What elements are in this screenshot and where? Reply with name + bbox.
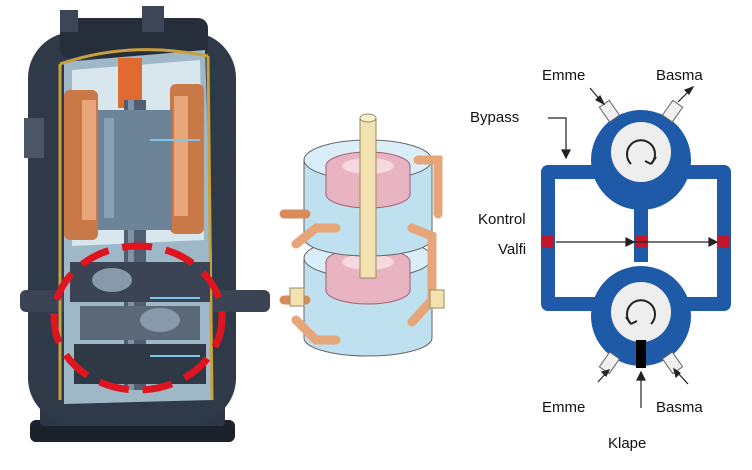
- lower-rotor-disk: [611, 282, 671, 342]
- arrow-discharge-bottom: [673, 367, 681, 379]
- highlight-circle: [50, 242, 226, 394]
- label-discharge-bottom: Basma: [656, 399, 703, 416]
- label-bypass: Bypass: [470, 109, 519, 126]
- rotor-shaft: [359, 117, 377, 279]
- pump-cylinder-upper: [70, 262, 210, 302]
- arrow-bypass: [561, 149, 571, 160]
- arrow-control-right: [708, 237, 719, 247]
- label-discharge-top: Basma: [656, 67, 703, 84]
- label-suction-bottom: Emme: [542, 399, 585, 416]
- control-valve-right: [718, 236, 730, 248]
- pipe-right-upper: [413, 155, 443, 219]
- upper-rotor-disk: [611, 122, 671, 182]
- compressor-cutaway: [20, 6, 270, 442]
- pipe-right-lower: [407, 223, 437, 327]
- arrow-suction-top: [594, 94, 606, 106]
- compressor-top-cap: [60, 18, 208, 58]
- bypass-schematic: Emme Basma Bypass Kontrol Valfi Emme Bas…: [470, 67, 731, 452]
- twin-rotor-illustration: [279, 113, 445, 357]
- control-valve-left: [542, 236, 554, 248]
- arrow-suction-bottom: [600, 369, 611, 378]
- arrow-vane: [636, 370, 646, 381]
- label-control: Kontrol: [478, 211, 526, 228]
- label-suction-top: Emme: [542, 67, 585, 84]
- label-vane: Klape: [608, 435, 646, 452]
- vane: [636, 340, 646, 368]
- arrow-control-center: [625, 237, 636, 247]
- label-valve: Valfi: [498, 241, 526, 258]
- arrow-discharge-top: [683, 85, 695, 95]
- pump-cylinder-lower: [80, 306, 200, 340]
